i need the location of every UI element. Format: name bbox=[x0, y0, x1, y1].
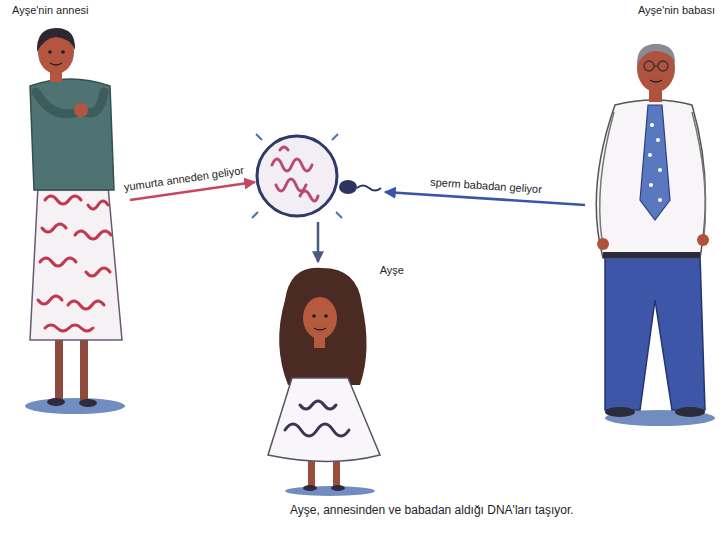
child-figure bbox=[268, 268, 380, 496]
egg-cell bbox=[252, 134, 381, 218]
figure-label: Ayşe'nin babası bbox=[585, 2, 719, 19]
figure-node bbox=[255, 130, 385, 222]
figure-node: Ayşe bbox=[258, 262, 408, 498]
figure-label: Ayşe bbox=[258, 262, 408, 279]
arrow-label: sperm babadan geliyor bbox=[429, 175, 544, 195]
arrow-connector bbox=[385, 192, 585, 205]
arrow-label: yumurta anneden geliyor bbox=[123, 164, 247, 194]
arrow-connector bbox=[317, 222, 320, 262]
figure-node: Ayşe'nin babası bbox=[585, 2, 719, 434]
mother-figure bbox=[25, 28, 125, 414]
figure-node: Ayşe'nin annesi bbox=[8, 2, 130, 422]
father-figure bbox=[596, 44, 715, 426]
figure-label: Ayşe'nin annesi bbox=[8, 2, 130, 19]
caption-text: Ayşe, annesinden ve babadan aldığı DNA'l… bbox=[290, 503, 574, 517]
